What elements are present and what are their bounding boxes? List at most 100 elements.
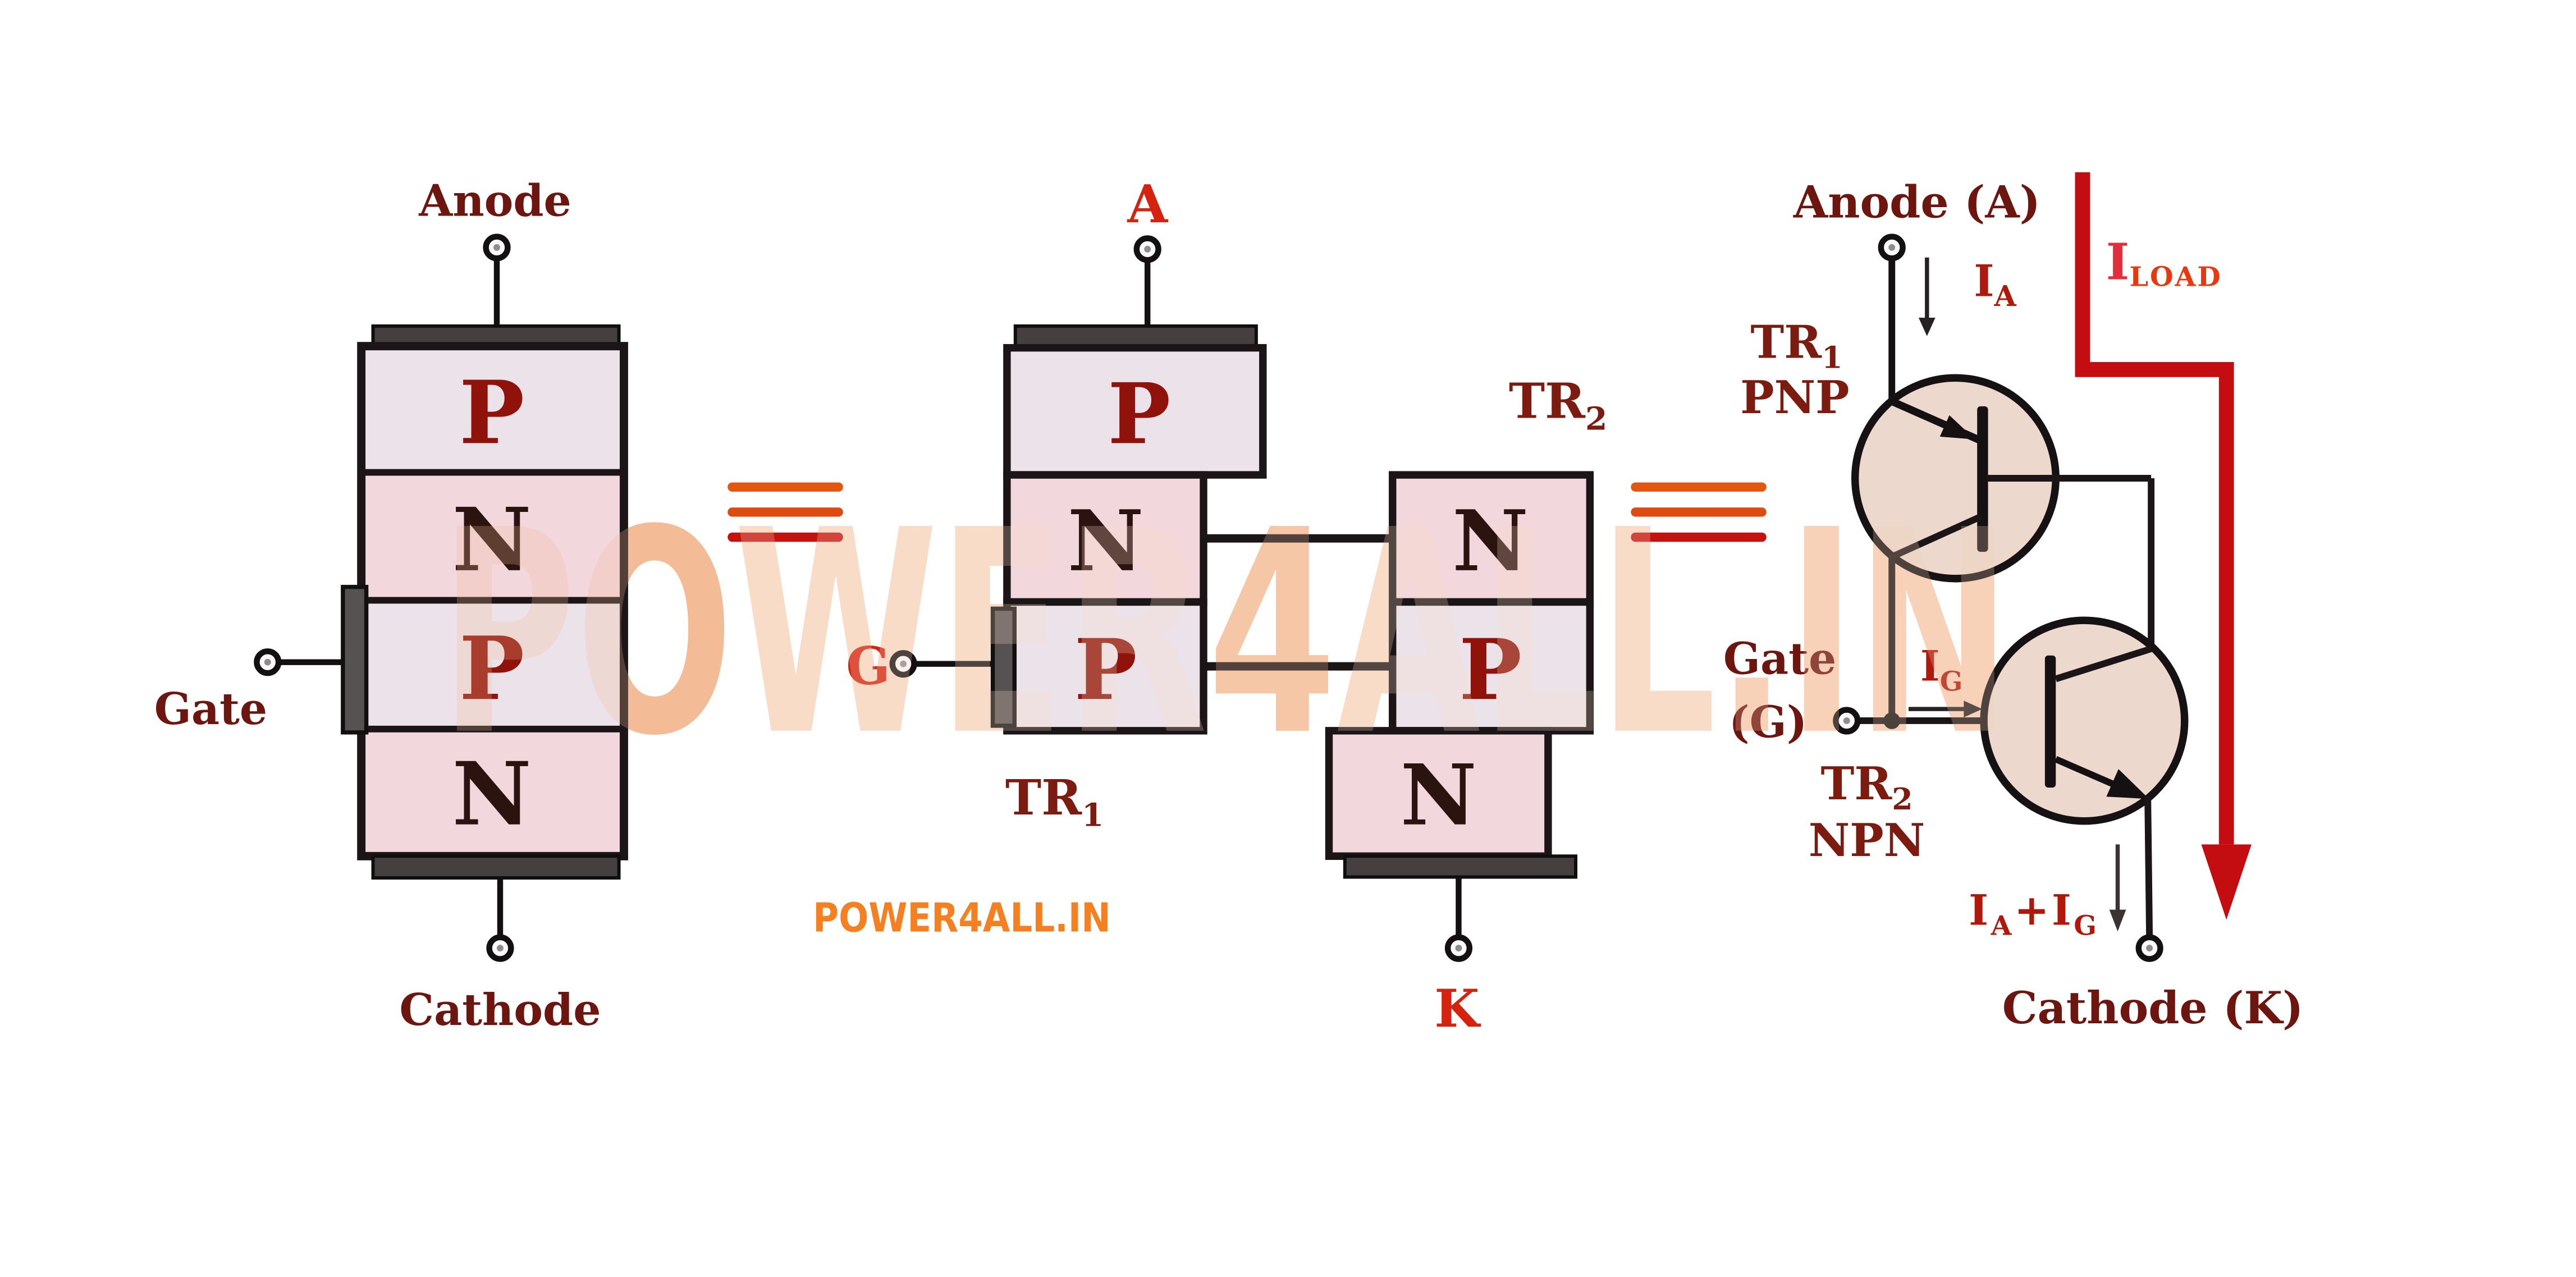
tr1-label-main: TR (1750, 315, 1822, 369)
equivalence-icon (1631, 482, 1767, 542)
tr2-label: TR2 (1509, 373, 1608, 438)
gate-terminal-dot (1843, 717, 1850, 724)
gate-current-label: IG (1920, 641, 1963, 697)
layer-letter: N (452, 743, 532, 845)
load-current-symbol: I (2106, 233, 2130, 292)
anode-current-label: IA (1974, 255, 2016, 313)
load-current-subscript: LOAD (2129, 261, 2222, 292)
layer-letter: N (1401, 747, 1477, 845)
current-symbol: I (1920, 641, 1940, 690)
tr1-label: TR1 (1005, 770, 1104, 834)
tr2-emitter-arrowhead (2106, 769, 2149, 799)
cathode-label: Cathode (399, 985, 601, 1036)
sum-current-label: IA+IG (1969, 885, 2099, 941)
watermark-part: 4 (1207, 470, 1337, 798)
tr1-type-label: PNP (1740, 370, 1850, 424)
anode-terminal-dot (1888, 244, 1896, 251)
layer-letter: N (1068, 492, 1144, 591)
tr1-label-sub: 1 (1082, 797, 1104, 834)
watermark-part: 4 (1207, 470, 1337, 798)
tr2-transistor-circle (1980, 616, 2189, 825)
tr1-layer-n (1003, 471, 1207, 606)
layer-letter: P (1074, 621, 1137, 719)
layer-letter: P (459, 617, 525, 720)
gate-terminal-label: G (846, 635, 890, 696)
equivalence-icon (727, 482, 843, 542)
equivalence-bar (727, 507, 843, 517)
layer-letter: N (452, 489, 532, 591)
tr2-label-main: TR (1821, 757, 1893, 810)
anode-terminal-dot (1144, 245, 1151, 253)
tr1-label-sub: 1 (1822, 340, 1842, 375)
tr2-layer-p (1389, 598, 1594, 735)
cathode-label: Cathode (K) (2002, 982, 2304, 1034)
cathode-wire (2144, 797, 2153, 937)
tr2-label-sub: 2 (1892, 781, 1912, 817)
tr1-emitter-arrowhead (1939, 415, 1975, 440)
tr2-type-label: NPN (1809, 813, 1925, 867)
equivalence-bar (1631, 482, 1767, 492)
layer-n2 (364, 729, 621, 853)
anode-current-arrowhead (1918, 318, 1936, 336)
watermark-part: .IN (1717, 470, 2011, 798)
watermark-small: POWER4ALL.IN (813, 894, 1110, 941)
equivalence-bar (727, 532, 843, 542)
left-structure: Anode P N P N Gate Cathode (154, 175, 628, 1036)
cathode-electrode (371, 854, 621, 880)
gate-label-line1: Gate (1723, 634, 1836, 685)
watermark-part: ALL (1337, 470, 1717, 798)
anode-terminal-dot (493, 244, 500, 251)
sum-current-arrowhead (2109, 909, 2126, 932)
gate-terminal-dot (900, 660, 907, 667)
watermark-part: WER (734, 470, 1208, 798)
tr2-label-sub: 2 (1585, 401, 1607, 438)
equivalence-bar (727, 482, 843, 492)
layer-letter: P (1459, 621, 1522, 719)
gate-terminal-dot (264, 658, 271, 666)
watermark-large-text: POWER4ALL.IN (440, 470, 2011, 798)
tr2-base-bar (2044, 655, 2056, 788)
current-subscript: G (2074, 910, 2099, 941)
middle-structure: A P N P N P N G TR1 TR2 K (846, 173, 1607, 1039)
gate-contact-bar (990, 606, 1017, 728)
tr1-label: TR1 (1750, 315, 1842, 376)
cathode-terminal-dot (2146, 945, 2153, 952)
equivalence-bar (1631, 507, 1767, 517)
tr2-label-main: TR (1509, 373, 1586, 430)
gate-current-arrowhead (1964, 701, 1983, 717)
cathode-terminal-dot (497, 945, 504, 952)
current-subscript: A (1991, 910, 2014, 941)
tr1-collector-wire (1888, 514, 1982, 716)
cathode-terminal-label: K (1434, 978, 1481, 1039)
tr2-layer-n-bottom (1325, 727, 1552, 860)
current-symbol: I (1969, 885, 1991, 935)
load-current-arrowhead (2201, 844, 2252, 920)
watermark-large-overlay: POWER4ALL.IN (440, 470, 2011, 798)
current-symbol: I (1974, 255, 1994, 306)
load-current-path (2075, 172, 2234, 845)
gate-junction-dot (1883, 712, 1901, 729)
equivalence-bar (1631, 532, 1767, 542)
layer-letter: P (459, 361, 525, 464)
layer-p1 (364, 349, 621, 473)
current-subscript: G (1940, 666, 1963, 697)
anode-label: Anode (A) (1793, 176, 2040, 228)
layer-letter: P (1108, 365, 1170, 463)
watermark-part: PO (440, 470, 734, 798)
tr2-label: TR2 (1821, 757, 1913, 817)
anode-label: Anode (418, 175, 571, 226)
cathode-electrode (1343, 854, 1578, 879)
tr1-label-main: TR (1005, 770, 1082, 826)
tr2-collector-wire (2055, 646, 2152, 683)
layer-p2 (364, 600, 621, 729)
layer-letter: N (1452, 492, 1529, 591)
gate-label: Gate (154, 684, 267, 735)
current-symbol: +I (2014, 885, 2074, 935)
current-subscript: A (1993, 279, 2016, 313)
right-circuit: ILOAD Anode (A) IA TR1 PNP Gate (G) IG T (1723, 172, 2304, 1034)
cathode-terminal-dot (1455, 945, 1462, 952)
gate-label-line2: (G) (1729, 697, 1807, 748)
gate-contact-bar (341, 584, 369, 735)
anode-terminal-label: A (1127, 173, 1168, 235)
